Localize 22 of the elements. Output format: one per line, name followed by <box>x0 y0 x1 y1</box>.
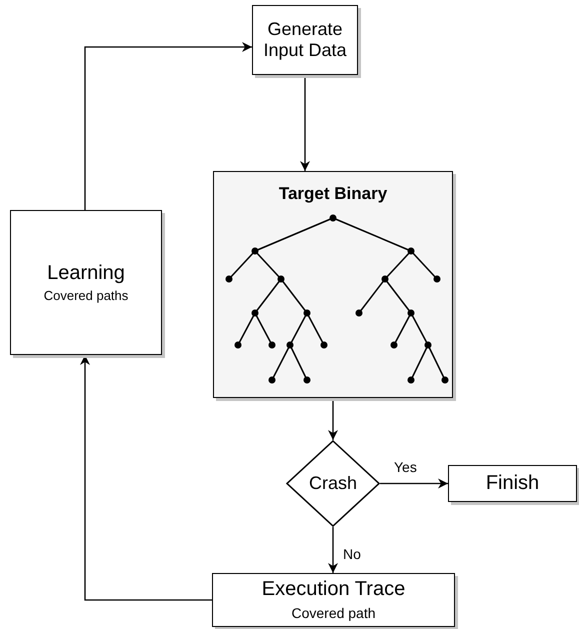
process-box <box>213 171 453 398</box>
node-title: Generate Input Data <box>262 19 348 61</box>
node-title: Crash <box>308 473 357 494</box>
node-title: Target Binary <box>278 184 388 204</box>
arrow <box>80 355 212 601</box>
node-subtitle: Covered paths <box>44 288 128 304</box>
node-title: Learning <box>47 262 125 285</box>
arrow <box>84 42 252 210</box>
process-box <box>252 5 358 75</box>
process-box <box>212 573 455 627</box>
process-box <box>448 465 577 502</box>
node-title: Finish <box>486 472 540 495</box>
decision-diamond <box>286 440 380 527</box>
arrow <box>380 478 448 488</box>
process-box <box>10 210 162 355</box>
node-title: Execution Trace <box>262 578 406 602</box>
arrow <box>328 527 338 573</box>
arrow <box>328 398 338 440</box>
arrow <box>300 75 310 171</box>
edge-label: Yes <box>393 460 418 476</box>
edge-label: No <box>342 547 362 562</box>
node-subtitle: Covered path <box>291 605 376 622</box>
